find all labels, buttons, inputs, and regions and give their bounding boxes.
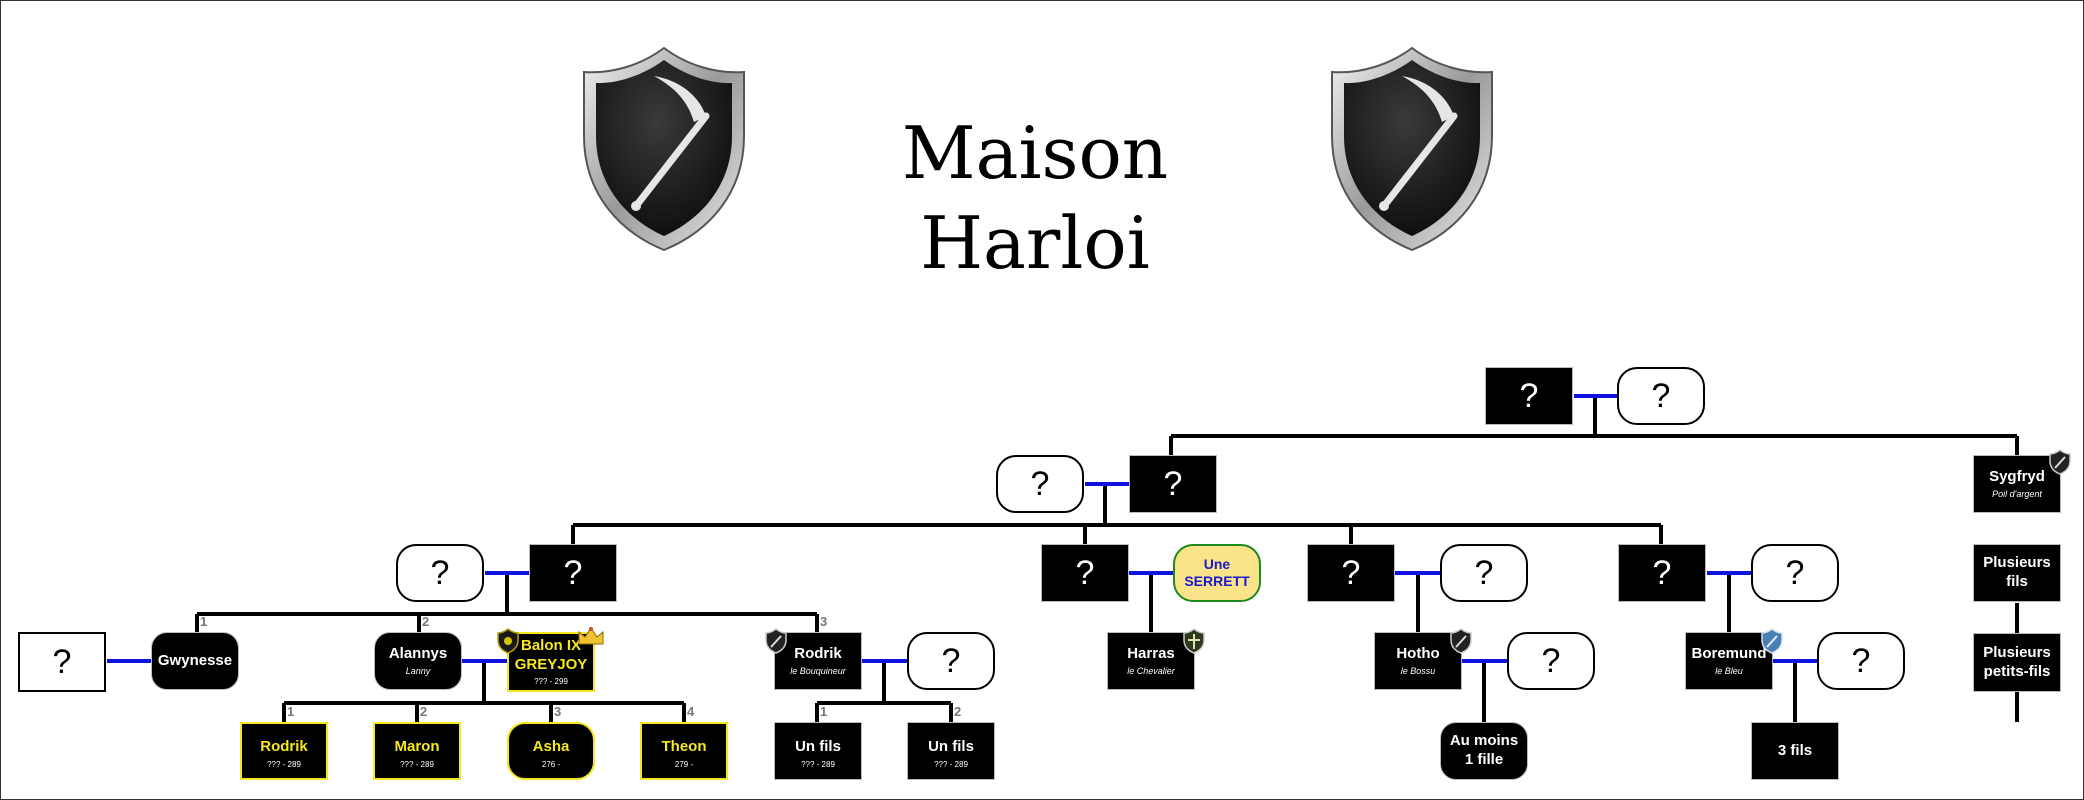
birth-order-number: 1 (287, 704, 295, 719)
birth-order-number: 2 (422, 614, 430, 629)
person-card[interactable]: ? (1751, 544, 1839, 602)
birth-order-number: 3 (554, 704, 562, 719)
small-shield-icon (1450, 628, 1472, 654)
person-card[interactable]: ? (1617, 367, 1705, 425)
person-card[interactable]: ? (907, 632, 995, 690)
person-card[interactable]: ? (1129, 455, 1217, 513)
person-card[interactable]: ? (529, 544, 617, 602)
spouse-links (107, 394, 1817, 663)
person-card[interactable]: Plusieurs petits-fils (1973, 633, 2061, 692)
small-shield-icon (1183, 628, 1205, 654)
person-card[interactable]: ? (1041, 544, 1129, 602)
small-shield-icon (497, 628, 519, 654)
person-card[interactable]: Balon IX GREYJOY??? - 299 (507, 632, 595, 692)
person-card[interactable]: ? (18, 632, 106, 692)
person-card[interactable]: Rodrik??? - 289 (240, 722, 328, 780)
person-card[interactable]: ? (996, 455, 1084, 513)
person-card[interactable]: ? (1618, 544, 1706, 602)
birth-order-number: 3 (820, 614, 828, 629)
person-card[interactable]: Un fils??? - 289 (907, 722, 995, 780)
small-shield-icon (1761, 628, 1783, 654)
small-shield-icon (765, 628, 787, 654)
person-card[interactable]: ? (396, 544, 484, 602)
person-card[interactable]: Une SERRETT (1173, 544, 1261, 602)
descent-lines (195, 396, 2019, 722)
scythe-shield-icon (583, 46, 745, 252)
page-title: Maison Harloi (901, 111, 1169, 285)
person-card[interactable]: Maron??? - 289 (373, 722, 461, 780)
birth-order-number: 1 (820, 704, 828, 719)
birth-order-number: 2 (954, 704, 962, 719)
small-shield-icon (2049, 449, 2071, 475)
person-card[interactable]: ? (1307, 544, 1395, 602)
person-card[interactable]: Plusieurs fils (1973, 544, 2061, 602)
birth-order-number: 1 (200, 614, 208, 629)
person-card[interactable]: Gwynesse (151, 632, 239, 690)
birth-order-number: 2 (420, 704, 428, 719)
person-card[interactable]: Un fils??? - 289 (774, 722, 862, 780)
crown-icon (578, 627, 604, 645)
birth-order-number: 4 (687, 704, 695, 719)
scythe-shield-icon (1331, 46, 1493, 252)
person-card[interactable]: 3 fils (1751, 722, 1839, 780)
person-card[interactable]: ? (1485, 367, 1573, 425)
person-card[interactable]: Au moins 1 fille (1440, 722, 1528, 780)
person-card[interactable]: ? (1507, 632, 1595, 690)
person-card[interactable]: ? (1817, 632, 1905, 690)
person-card[interactable]: ? (1440, 544, 1528, 602)
